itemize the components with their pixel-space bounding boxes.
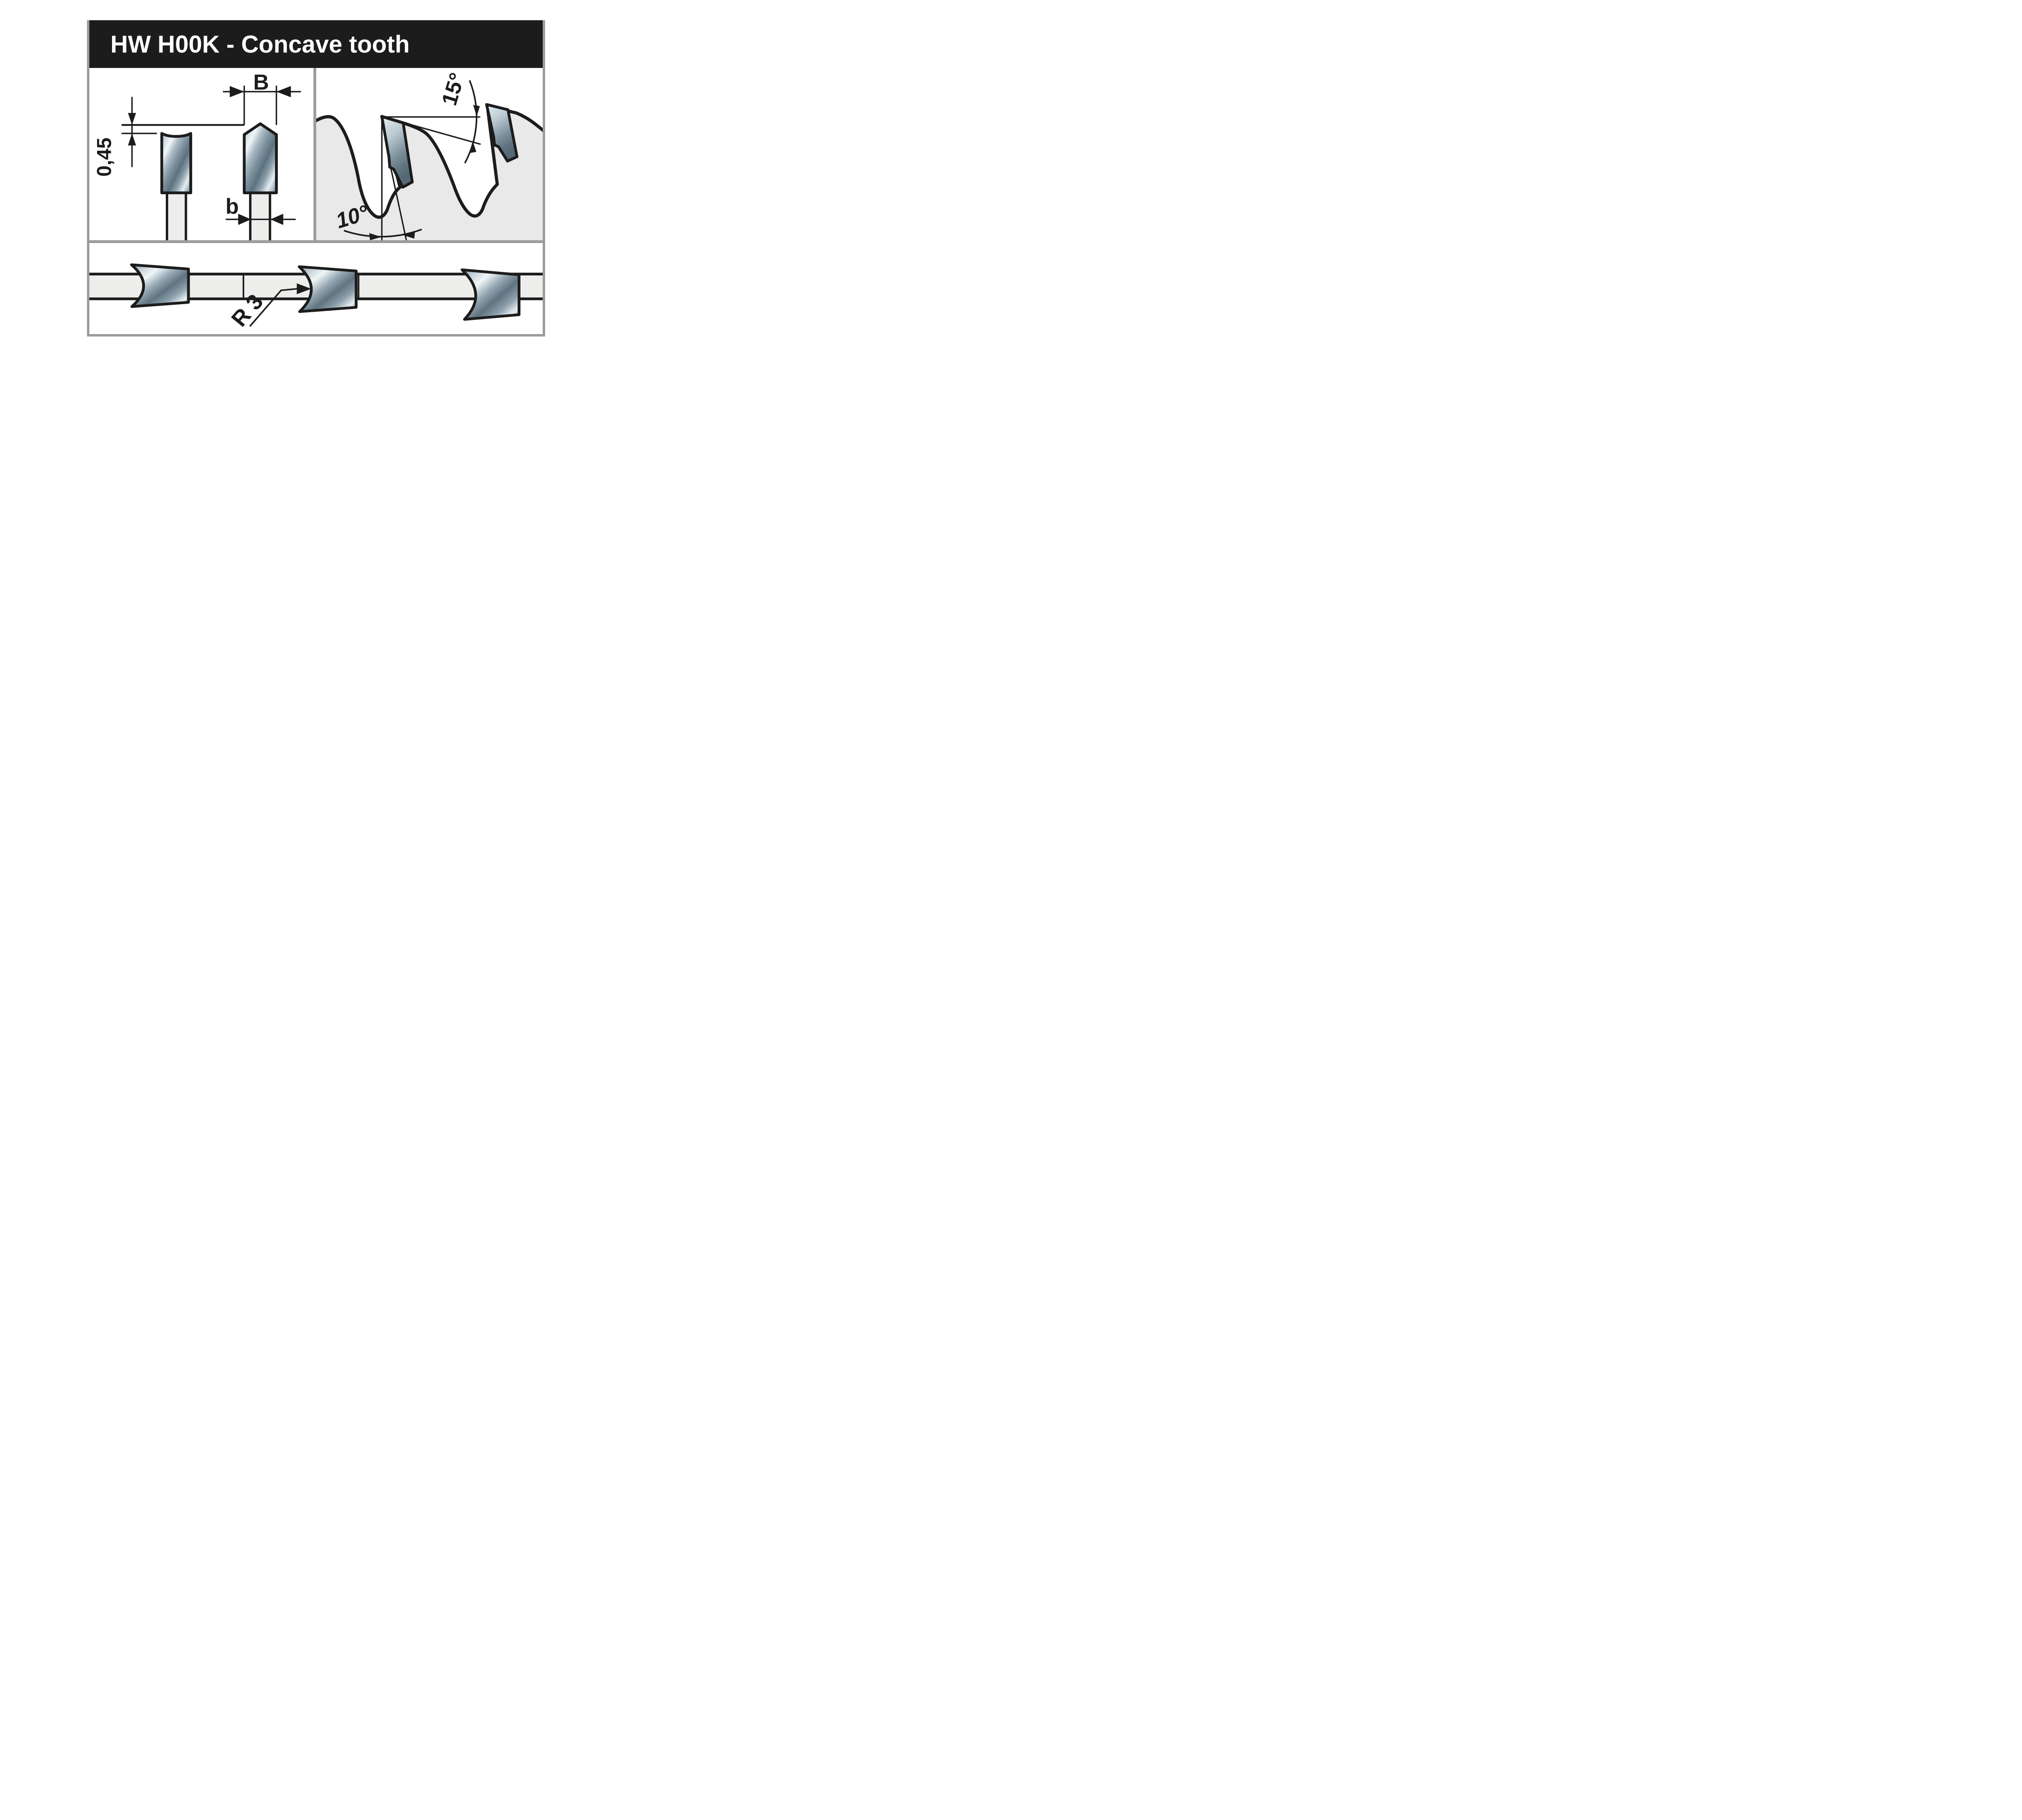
arrowhead-icon xyxy=(270,214,283,225)
arrowhead-icon xyxy=(276,86,291,97)
top-view-drawing: R 3 xyxy=(89,263,543,331)
panel-side-view: 15° 10° xyxy=(316,68,543,240)
arrowhead-icon xyxy=(473,105,480,117)
arrowhead-icon xyxy=(238,214,251,225)
side-view-drawing: 15° 10° xyxy=(316,70,543,240)
figure-title: HW H00K - Concave tooth xyxy=(110,30,410,58)
saw-plate-front-left xyxy=(167,193,186,240)
clearance-angle-arc xyxy=(464,80,478,164)
radius-leader-line xyxy=(249,288,298,327)
concavity-depth-label: 0,45 xyxy=(93,138,116,177)
arrowhead-icon xyxy=(470,142,476,153)
tooth-face-line xyxy=(389,161,407,240)
arrowhead-icon xyxy=(128,133,136,146)
arrowhead-icon xyxy=(128,113,136,125)
carbide-tip-pointed-front xyxy=(243,122,278,195)
figure-header: HW H00K - Concave tooth xyxy=(89,20,543,68)
panel-top-view: R 3 xyxy=(89,243,543,334)
panel-divider-horizontal xyxy=(89,240,543,243)
plate-thickness-label: b xyxy=(226,195,239,219)
clearance-slope-line xyxy=(407,123,481,145)
carbide-tip-concave-front xyxy=(160,132,192,195)
tooth-plan-1 xyxy=(130,263,190,308)
carbide-tip-side-2 xyxy=(485,103,518,163)
arrowhead-icon xyxy=(230,86,244,97)
clearance-angle-label: 15° xyxy=(437,70,469,108)
panel-front-view: B 0,45 xyxy=(89,68,313,240)
figure-panels: B 0,45 xyxy=(89,68,543,334)
saw-plate-front-right xyxy=(250,193,270,240)
tooth-plan-3 xyxy=(461,268,520,321)
panel-divider-vertical xyxy=(313,68,316,240)
front-view-drawing: B 0,45 xyxy=(93,70,301,240)
carbide-tip-side-1 xyxy=(380,115,414,189)
tooth-plan-2 xyxy=(298,265,358,313)
arrowhead-icon xyxy=(369,233,382,240)
tooth-profile-figure: HW H00K - Concave tooth xyxy=(87,20,545,336)
tip-width-label: B xyxy=(253,70,269,95)
arrowhead-icon xyxy=(296,283,311,294)
arrowhead-icon xyxy=(403,231,415,239)
